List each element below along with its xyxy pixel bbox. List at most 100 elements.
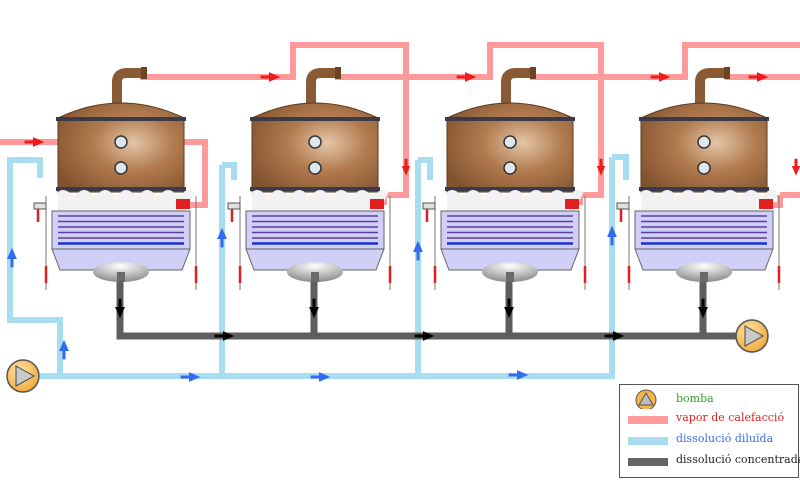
drain-nozzle (700, 272, 708, 282)
evaporator-3 (422, 67, 587, 290)
liquid-surface (252, 190, 389, 215)
legend-steam: vapor de calefacció (620, 411, 798, 432)
dilute-riser-2 (222, 162, 237, 180)
steam-arrow-down-2 (596, 158, 606, 176)
steam-inlet-elbow (176, 199, 190, 209)
bottom-band (445, 187, 575, 191)
product-pump-icon-impeller (744, 325, 765, 347)
vapor-neck (112, 68, 143, 110)
dilute-arrow-up-2-head (59, 339, 69, 351)
dilute-arrow-up-2 (59, 339, 69, 360)
legend-pump: bomba (620, 389, 798, 409)
bottom-section (51, 248, 191, 271)
neck-flange (335, 67, 341, 79)
neck-flange (530, 67, 536, 79)
steam-arrow-2-head (465, 72, 477, 82)
sight-glass-bottom (114, 161, 128, 175)
drain-nozzle (506, 272, 514, 282)
drain-nozzle (311, 272, 319, 282)
legend-steam-label: vapor de calefacció (676, 411, 785, 424)
drain-nozzle (117, 272, 125, 282)
dilute-arrow-right-2-head (319, 372, 331, 382)
vapor-neck (306, 68, 337, 110)
neck-flange (141, 67, 147, 79)
inlet-valve (616, 202, 630, 210)
pumps (6, 319, 769, 393)
steam-arrow-2 (456, 72, 477, 82)
concentrate-arrow-1 (214, 331, 235, 341)
dilute-arrow-up-3 (217, 227, 227, 248)
bottom-band (250, 187, 380, 191)
steam-arrow-down-1 (401, 158, 411, 176)
steam-link-1 (180, 139, 208, 208)
dilute-arrow-up-1-head (7, 247, 17, 259)
steam-arrow-down-1-head (401, 166, 411, 176)
steam-arrow-down-3-head (791, 166, 800, 176)
evaporator-2 (227, 67, 392, 290)
steam-arrow-3-head (659, 72, 671, 82)
steam-arrow-1 (260, 72, 281, 82)
dilute-arrow-right-3 (508, 370, 529, 380)
sight-glass-bottom (503, 161, 517, 175)
top-band (445, 117, 575, 121)
feed-pump-icon-impeller (15, 365, 36, 387)
top-band (639, 117, 769, 121)
evaporator-4 (616, 67, 781, 290)
legend-concentrate: dissolució concentrada (620, 453, 800, 474)
sight-glass-top (697, 135, 711, 149)
inlet-valve (33, 202, 47, 210)
legend-dilute-label: dissolució diluïda (676, 432, 774, 445)
steam-arrow-inlet-head (33, 137, 45, 147)
concentrate-drop-arrow-1-head (115, 307, 125, 319)
top-band (250, 117, 380, 121)
concentrate-arrow-2-head (423, 331, 435, 341)
bottom-band (639, 187, 769, 191)
dilute-arrow-up-5 (607, 225, 617, 246)
dilute-arrow-up-4-head (413, 240, 423, 252)
dilute-arrow-up-1 (7, 247, 17, 268)
evaporator-1 (33, 67, 198, 290)
top-band (56, 117, 186, 121)
steam-outlet-link (770, 195, 783, 208)
dilute-arrow-right-1 (180, 372, 201, 382)
inlet-valve (227, 202, 241, 210)
pump-icon (635, 389, 657, 409)
steam-arrow-4 (748, 72, 769, 82)
legend-dilute: dissolució diluïda (620, 432, 798, 453)
concentrate-drop-arrow-3-head (504, 307, 514, 319)
concentrate-drop-arrow-3 (504, 298, 514, 319)
dilute-arrow-right-2 (310, 372, 331, 382)
product-pump-icon (735, 319, 769, 353)
bottom-section (440, 248, 580, 271)
steam-vapor-3 (530, 42, 800, 80)
concentrate-line (116, 282, 760, 340)
steam-inlet-elbow (370, 199, 384, 209)
steam-arrow-4-head (757, 72, 769, 82)
concentrate-arrow-2 (414, 331, 435, 341)
bottom-band (56, 187, 186, 191)
concentrate-drop-arrow-2-head (309, 307, 319, 319)
concentrate-drop-arrow-4-head (698, 307, 708, 319)
concentrate-arrow-1-head (223, 331, 235, 341)
legend-concentrate-label: dissolució concentrada (676, 453, 800, 466)
steam-arrow-1-head (269, 72, 281, 82)
liquid-surface (447, 190, 584, 215)
steam-arrow-inlet (24, 137, 45, 147)
concentrate-arrow-3-head (613, 331, 625, 341)
evaporator-units (33, 67, 781, 290)
feed-pump-icon (6, 359, 40, 393)
steam-arrow-down-3 (791, 158, 800, 176)
sight-glass-top (308, 135, 322, 149)
steam-inlet-elbow (759, 199, 773, 209)
inlet-valve (422, 202, 436, 210)
dilute-arrow-right-3-head (517, 370, 529, 380)
dilute-riser-4 (612, 154, 629, 180)
legend-pump-label: bomba (676, 392, 714, 405)
sight-glass-bottom (697, 161, 711, 175)
concentrate-drop-arrow-1 (115, 298, 125, 319)
dilute-arrow-up-3-head (217, 227, 227, 239)
steam-inlet-elbow (565, 199, 579, 209)
liquid-surface (58, 190, 195, 215)
vapor-neck (501, 68, 532, 110)
